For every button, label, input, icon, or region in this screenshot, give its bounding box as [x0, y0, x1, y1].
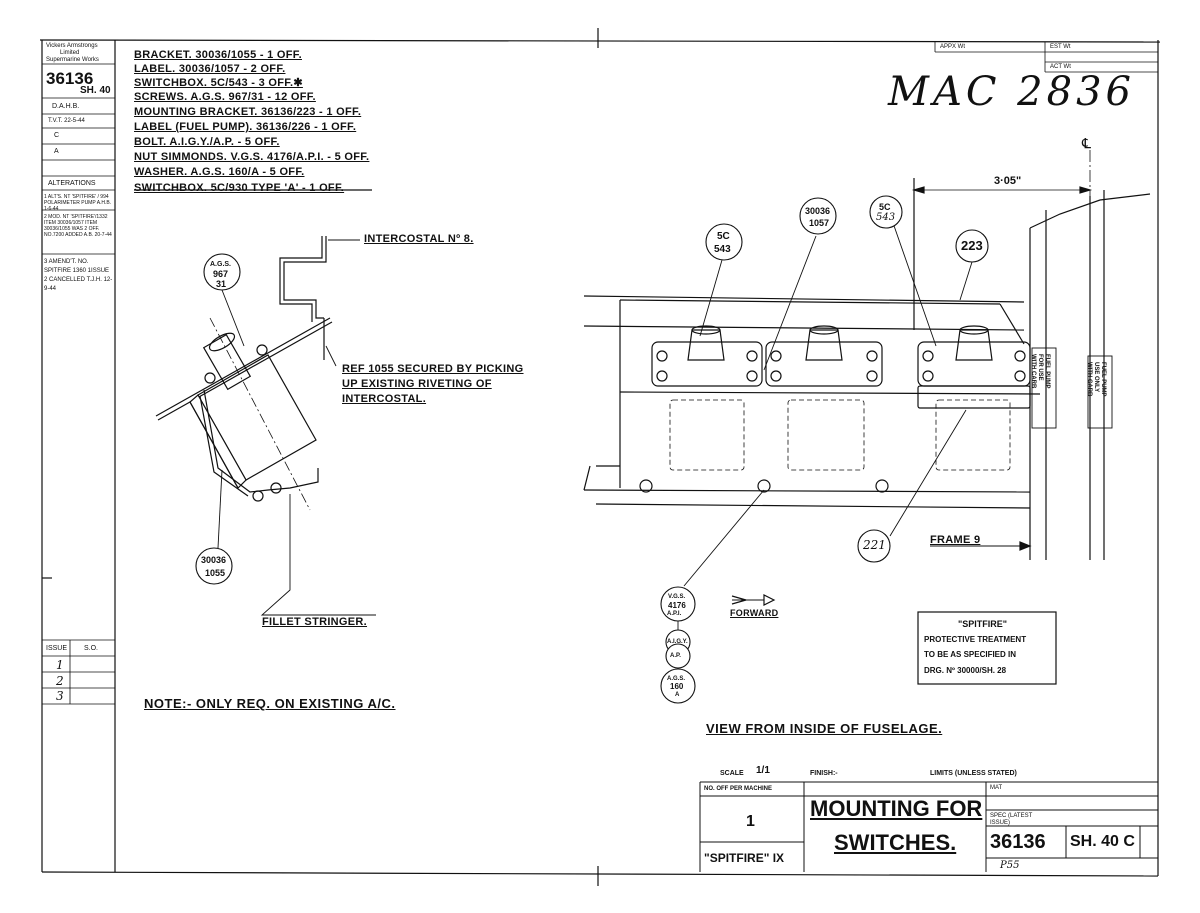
checked-cell: C [54, 132, 60, 139]
right-view-geometry [583, 150, 1151, 668]
company-line-1: Vickers Armstrongs [46, 43, 98, 49]
bubble-agsa-2: 160 [670, 682, 684, 691]
title-block-grid [699, 781, 1158, 872]
view-label: VIEW FROM INSIDE OF FUSELAGE. [706, 721, 943, 736]
part-3: SWITCHBOX. 5C/543 - 3 OFF.✱ [134, 77, 303, 89]
weight-box [934, 42, 1158, 73]
part-10: SWITCHBOX. 5C/930 TYPE 'A' - 1 OFF. [134, 182, 345, 194]
protective-line-1: "SPITFIRE" [958, 619, 1008, 629]
left-strip-grid [42, 63, 115, 705]
protective-line-2: PROTECTIVE TREATMENT [924, 635, 1027, 644]
protective-box [917, 611, 1057, 685]
title-drawing-number: 36136 [990, 831, 1046, 853]
bubble-ags-3: 31 [216, 279, 227, 289]
alterations-label: ALTERATIONS [48, 180, 96, 187]
bubble-ags-1: A.G.S. [210, 261, 232, 268]
alteration-3: 3 AMEND'T. NO. SPITFIRE 1360 1ISSUE 2 CA… [44, 259, 113, 292]
bubble-label-1: 30036 [805, 206, 831, 216]
ref-note-line-1: REF 1055 SECURED BY PICKING [342, 363, 524, 375]
bubble-5c-a-2: 543 [714, 244, 731, 255]
bubble-vgs-3: A.P.I. [667, 611, 682, 617]
bubble-ags-2: 967 [213, 269, 229, 279]
part-7: BOLT. A.I.G.Y./A.P. - 5 OFF. [134, 136, 280, 148]
note-existing-aircraft: NOTE:- ONLY REQ. ON EXISTING A/C. [144, 696, 396, 711]
limits-label: LIMITS (UNLESS STATED) [930, 770, 1017, 777]
left-view-geometry [155, 236, 376, 616]
bubble-circles [195, 195, 989, 704]
act-weight-label: ACT Wt [1050, 64, 1071, 70]
bubble-agsa-3: A [675, 692, 680, 698]
part-1: BRACKET. 30036/1055 - 1 OFF. [134, 49, 302, 61]
material-label: MAT [990, 785, 1003, 791]
part-8: NUT SIMMONDS. V.G.S. 4176/A.P.I. - 5 OFF… [134, 151, 370, 163]
company-line-2: Limited [60, 50, 80, 56]
part-2: LABEL. 30036/1057 - 2 OFF. [134, 63, 286, 75]
title-line-1: MOUNTING FOR [810, 796, 983, 821]
part-5: MOUNTING BRACKET. 36136/223 - 1 OFF. [134, 106, 362, 118]
bubble-agsa-1: A.G.S. [667, 676, 686, 682]
drawing-border [39, 28, 1161, 886]
sheet-strip: SH. 40 [80, 85, 111, 96]
bubble-label-2: 1057 [809, 218, 830, 228]
aircraft-type: "SPITFIRE" IX [704, 851, 785, 865]
drawn-initials: D.A.H.B. [52, 103, 80, 110]
finish-label: FINISH:- [810, 770, 838, 777]
traced-date: T.V.T. 22-5-44 [48, 118, 85, 124]
handwritten-reference: MAC 2836 [888, 69, 1135, 115]
bubble-bracket-2: 1055 [205, 568, 226, 578]
fillet-stringer-label: FILLET STRINGER. [262, 616, 368, 628]
p-reference: P55 [1000, 860, 1020, 871]
no-off-label: NO. OFF PER MACHINE [704, 786, 773, 792]
alteration-2: 2 MOD. NT 'SPITFIRE'/1332 ITEM 30036/105… [44, 214, 112, 238]
issue-1: 1 [56, 658, 64, 672]
bubble-vgs-2: 4176 [668, 601, 686, 610]
part-6: LABEL (FUEL PUMP). 36136/226 - 1 OFF. [134, 121, 357, 133]
protective-line-4: DRG. Nº 30000/SH. 28 [924, 666, 1007, 675]
est-weight-label: EST Wt [1050, 44, 1071, 50]
scale-value: 1/1 [756, 765, 770, 776]
dimension-3-05: 3·05" [994, 175, 1022, 187]
issue-3: 3 [56, 689, 64, 703]
bubble-221: 221 [863, 538, 886, 552]
drawing-number-strip: 36136 [46, 69, 94, 88]
approx-weight-label: APPX Wt [940, 44, 966, 50]
forward-label: FORWARD [730, 608, 779, 618]
protective-line-3: TO BE AS SPECIFIED IN [924, 650, 1017, 659]
so-label: S.O. [84, 645, 99, 652]
bubble-5c-b-2: 543 [876, 212, 896, 223]
frame-9-label: FRAME 9 [930, 534, 981, 546]
bubble-223: 223 [961, 238, 983, 253]
title-sheet-number: SH. 40 C [1070, 833, 1135, 850]
bubble-vgs-1: V.G.S. [668, 594, 686, 600]
approved-cell: A [54, 148, 59, 155]
issue-2: 2 [56, 674, 64, 688]
intercostal-label: INTERCOSTAL Nº 8. [364, 233, 474, 245]
ref-note-line-3: INTERCOSTAL. [342, 393, 427, 405]
bubble-5c-b-1: 5C [879, 202, 891, 212]
bubble-5c-a-1: 5C [717, 231, 730, 242]
bubble-bracket-1: 30036 [201, 555, 227, 565]
title-line-2: SWITCHES. [834, 830, 957, 855]
scale-label: SCALE [720, 770, 744, 777]
spec-label: SPEC (LATEST ISSUE) [990, 813, 1033, 826]
bubble-aigy: A.I.G.Y. [667, 639, 688, 645]
ref-note-line-2: UP EXISTING RIVETING OF [342, 378, 492, 390]
no-off-value: 1 [746, 813, 755, 830]
company-line-3: Supermarine Works [46, 57, 99, 63]
part-4: SCREWS. A.G.S. 967/31 - 12 OFF. [134, 91, 316, 103]
issue-label: ISSUE [46, 645, 68, 652]
alteration-1: 1 ALT'S. NT 'SPITFIRE' / 994 POLARIMETER… [44, 194, 112, 212]
bubble-ap: A.P. [670, 653, 681, 659]
part-9: WASHER. A.G.S. 160/A - 5 OFF. [134, 166, 305, 178]
centerline-symbol: ℄ [1082, 135, 1091, 151]
